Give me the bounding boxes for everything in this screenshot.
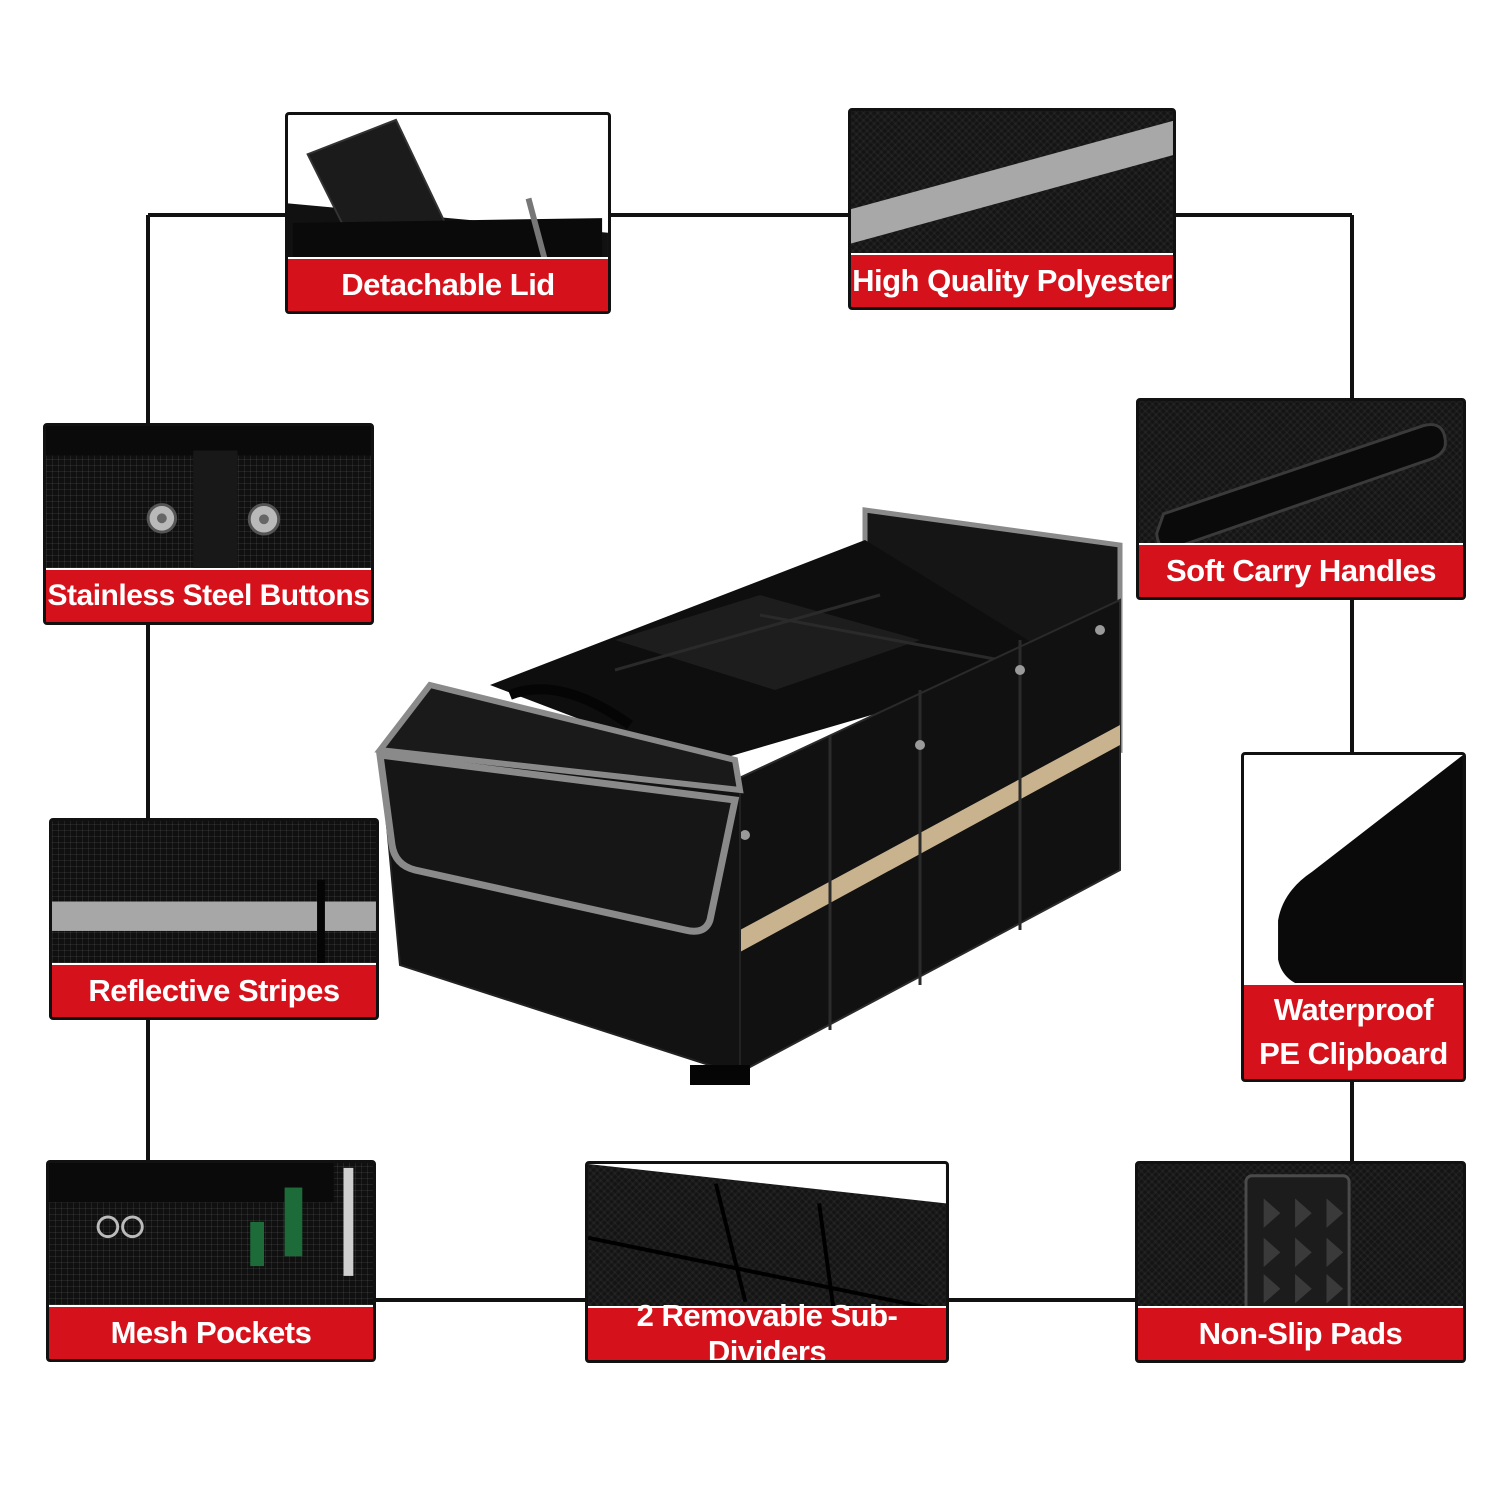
feature-label: Non-Slip Pads bbox=[1198, 1316, 1403, 1351]
feature-waterproof-pe-clipboard: Waterproof PE Clipboard bbox=[1241, 752, 1466, 1082]
feature-mesh-pockets: Mesh Pockets bbox=[46, 1160, 376, 1362]
feature-label: Reflective Stripes bbox=[88, 973, 340, 1008]
reflective-stripe-icon bbox=[851, 120, 1173, 244]
feature-label: Detachable Lid bbox=[341, 267, 555, 302]
stripe-icon bbox=[52, 879, 376, 998]
product-image bbox=[374, 507, 1123, 1085]
feature-label-line-2: PE Clipboard bbox=[1259, 1036, 1448, 1071]
trunk-organizer-icon bbox=[374, 507, 1123, 1085]
feature-label: Mesh Pockets bbox=[110, 1315, 312, 1350]
feature-stainless-steel-buttons: Stainless Steel Buttons bbox=[43, 423, 374, 625]
feature-reflective-stripes: Reflective Stripes bbox=[49, 818, 379, 1020]
feature-soft-carry-handles: Soft Carry Handles bbox=[1136, 398, 1466, 600]
feature-removable-sub-dividers: 2 Removable Sub-Dividers bbox=[585, 1161, 949, 1363]
sub-divider-icon bbox=[588, 1164, 946, 1314]
feature-non-slip-pads: Non-Slip Pads bbox=[1135, 1161, 1466, 1363]
tools-in-pocket-icon bbox=[49, 1163, 354, 1276]
feature-label: 2 Removable Sub-Dividers bbox=[636, 1298, 898, 1363]
feature-label-line-1: Waterproof bbox=[1273, 992, 1434, 1027]
snap-button-icon bbox=[46, 426, 371, 579]
feature-label: High Quality Polyester bbox=[852, 263, 1172, 298]
feature-high-quality-polyester: High Quality Polyester bbox=[848, 108, 1176, 310]
feature-detachable-lid: Detachable Lid bbox=[285, 112, 611, 314]
feature-label: Stainless Steel Buttons bbox=[47, 579, 370, 612]
feature-label: Soft Carry Handles bbox=[1165, 553, 1437, 588]
grip-pad-icon bbox=[1244, 1174, 1351, 1315]
